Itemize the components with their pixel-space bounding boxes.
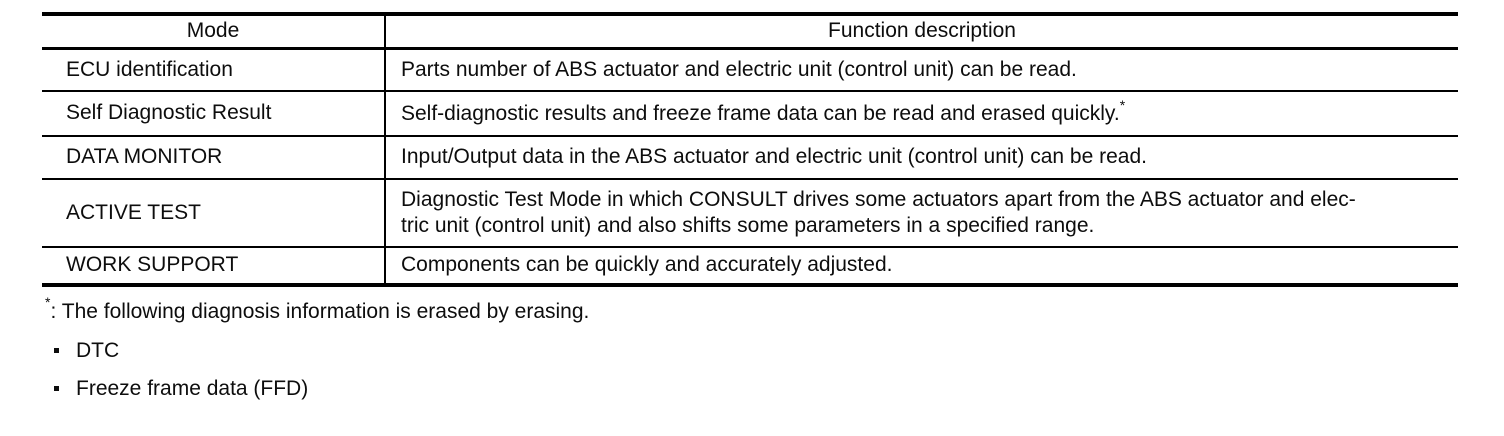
diagnostic-modes-table: Mode Function description ECU identifica… [42, 12, 1458, 287]
table-row: WORK SUPPORT Components can be quickly a… [42, 246, 1458, 285]
list-item: DTC [54, 338, 1504, 363]
footnote-text: : The following diagnosis information is… [50, 300, 590, 323]
bullet-icon [54, 348, 59, 354]
footnote: *: The following diagnosis information i… [42, 294, 1504, 402]
footnote-line: *: The following diagnosis information i… [45, 294, 1504, 324]
table-row: ECU identification Parts number of ABS a… [42, 48, 1458, 91]
description-cell: Input/Output data in the ABS actuator an… [384, 135, 1458, 179]
description-text: Self-diagnostic results and freeze frame… [401, 102, 1120, 126]
table-row: DATA MONITOR Input/Output data in the AB… [42, 135, 1458, 179]
table-row: Self Diagnostic Result Self-diagnostic r… [42, 90, 1458, 136]
list-item-label: DTC [76, 339, 120, 363]
mode-cell: Self Diagnostic Result [42, 90, 385, 136]
list-item: Freeze frame data (FFD) [54, 376, 1504, 401]
description-cell: Self-diagnostic results and freeze frame… [384, 90, 1458, 136]
table-row: ACTIVE TEST Diagnostic Test Mode in whic… [42, 178, 1458, 247]
description-cell: Parts number of ABS actuator and electri… [384, 48, 1458, 91]
mode-column-header: Mode [42, 14, 385, 50]
mode-cell: WORK SUPPORT [42, 246, 385, 285]
list-item-label: Freeze frame data (FFD) [76, 377, 309, 401]
footnote-marker-sup: * [1119, 97, 1126, 114]
description-cell: Diagnostic Test Mode in which CONSULT dr… [384, 178, 1458, 247]
bullet-icon [54, 386, 59, 392]
description-cell: Components can be quickly and accurately… [384, 246, 1458, 285]
table-header-row: Mode Function description [42, 14, 1458, 50]
mode-cell: DATA MONITOR [42, 135, 385, 179]
footnote-list: DTC Freeze frame data (FFD) [42, 338, 1504, 401]
mode-cell: ACTIVE TEST [42, 178, 385, 247]
footnote-marker: * [45, 294, 51, 310]
mode-cell: ECU identification [66, 57, 233, 81]
function-description-column-header: Function description [384, 14, 1458, 50]
